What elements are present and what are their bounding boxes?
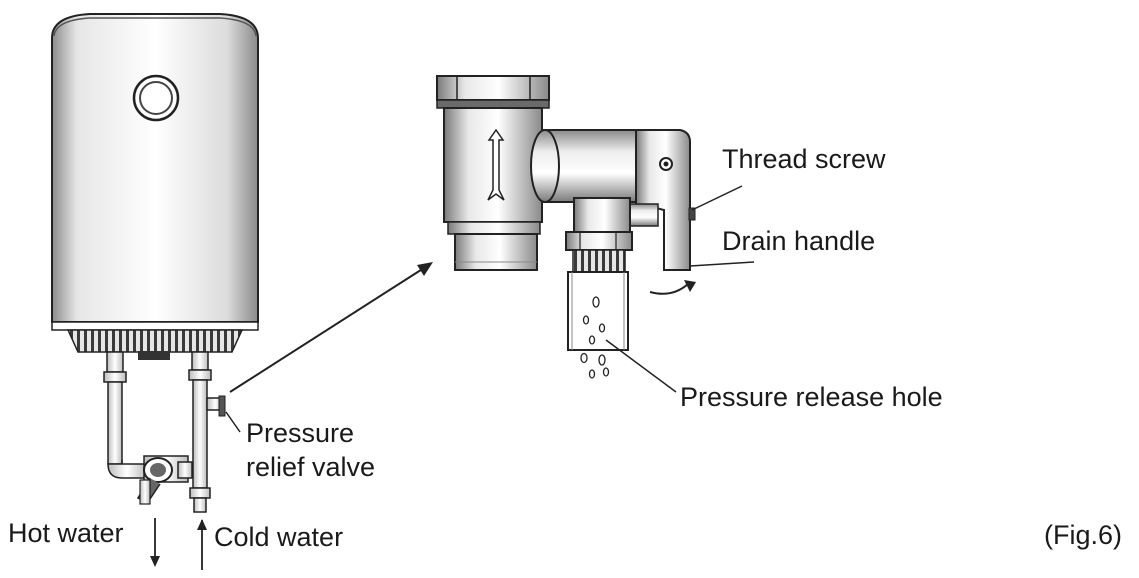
water-droplets-icon bbox=[580, 296, 610, 379]
thread-screw-leader-line bbox=[691, 185, 743, 211]
tank-bottom-plate bbox=[138, 351, 170, 360]
mixing-valve bbox=[136, 455, 193, 505]
flow-direction-arrow-icon bbox=[487, 128, 505, 201]
hot-water-arrow-icon bbox=[150, 518, 160, 567]
pressure-release-outlet bbox=[567, 271, 629, 351]
cold-water-pipe bbox=[188, 351, 226, 513]
pressure-relief-valve-detail bbox=[436, 75, 696, 379]
cold-water-label: Cold water bbox=[214, 522, 344, 552]
figure-caption: (Fig.6) bbox=[1044, 520, 1123, 550]
drain-handle-leader-line bbox=[689, 261, 755, 267]
hot-water-pipe bbox=[103, 351, 147, 479]
drain-handle-label: Drain handle bbox=[722, 226, 876, 256]
thread-screw-label: Thread screw bbox=[722, 144, 886, 174]
water-heater-tank bbox=[51, 13, 259, 360]
pressure-relief-valve-label-line2: relief valve bbox=[246, 452, 376, 482]
relief-valve-leader-line bbox=[225, 411, 241, 433]
pressure-release-hole-label: Pressure release hole bbox=[680, 382, 943, 412]
pressure-release-hole-leader-line bbox=[605, 339, 677, 393]
pressure-relief-valve-label-line1: Pressure bbox=[246, 418, 355, 448]
hot-water-label: Hot water bbox=[8, 518, 124, 548]
detail-zoom-arrow-icon bbox=[229, 262, 433, 393]
drain-handle-part bbox=[635, 129, 691, 271]
cold-water-arrow-icon bbox=[197, 519, 207, 570]
rotation-arrow-icon bbox=[649, 280, 696, 295]
tank-body bbox=[51, 13, 259, 323]
tank-bottom-cover bbox=[66, 329, 244, 353]
